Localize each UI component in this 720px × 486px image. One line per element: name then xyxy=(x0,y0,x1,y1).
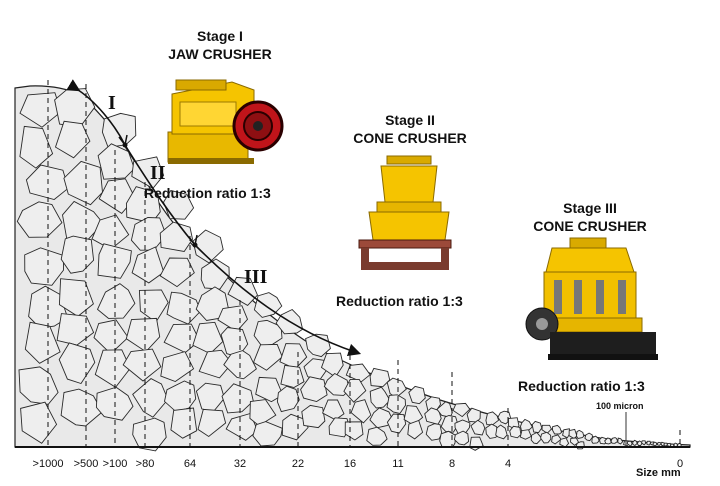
rock-fragment xyxy=(301,404,326,429)
rock-fragment xyxy=(350,399,372,424)
rock-fragment xyxy=(531,420,543,434)
stage-3-machine: CONE CRUSHER xyxy=(533,218,647,234)
rock-fragment xyxy=(252,421,283,447)
rock-fragment xyxy=(366,426,388,446)
cone-crusher-3-image xyxy=(525,237,658,360)
rock-fragment xyxy=(632,439,638,447)
curve-arrow-2 xyxy=(188,234,198,247)
size-tick-label: 11 xyxy=(392,458,404,470)
rock-fragment xyxy=(540,431,552,444)
cone-crusher-2-image xyxy=(358,155,452,270)
rock-fragment xyxy=(641,440,647,446)
rock-fragment xyxy=(425,423,443,441)
size-tick-label: 8 xyxy=(448,458,456,470)
rock-fragment xyxy=(552,424,563,435)
rock-fragment xyxy=(617,437,624,445)
rock-fragment xyxy=(132,378,169,418)
size-tick-label: 22 xyxy=(291,458,305,470)
rock-fragment xyxy=(519,429,532,440)
rock-fragment xyxy=(386,394,406,415)
reduction-ratio-stage-1: Reduction ratio 1:3 xyxy=(144,185,271,201)
size-tick-label: >1000 xyxy=(32,458,64,470)
size-tick-label: >80 xyxy=(135,458,155,470)
rock-fragment xyxy=(562,428,571,439)
rock-fragment xyxy=(60,388,103,427)
rock-fragment xyxy=(255,376,284,403)
stage-2-machine: CONE CRUSHER xyxy=(353,130,467,146)
rock-fragment xyxy=(541,424,552,434)
rock-fragment xyxy=(470,419,486,436)
rock-fragment xyxy=(584,432,593,442)
rock-fragment xyxy=(19,92,62,128)
reduction-curve xyxy=(66,79,362,357)
rock-fragment xyxy=(652,441,658,447)
rock-fragment xyxy=(369,386,391,409)
rock-fragment xyxy=(24,247,64,286)
rock-fragment xyxy=(646,440,652,446)
rock-fragment xyxy=(16,201,63,238)
size-tick-label: >100 xyxy=(102,458,128,470)
rock-fragment xyxy=(323,372,350,396)
rock-fragment xyxy=(453,430,470,446)
rock-fragment xyxy=(300,376,328,402)
rock-fragment xyxy=(197,408,227,438)
rock-fragment xyxy=(345,363,371,383)
rock-fragment xyxy=(19,125,54,169)
rock-fragment xyxy=(440,415,459,433)
reduction-ratio-stage-3: Reduction ratio 1:3 xyxy=(518,378,645,394)
rock-fragment xyxy=(626,440,633,447)
rock-fragment xyxy=(551,434,562,445)
stage-3-title: Stage III xyxy=(563,200,617,216)
rock-fragment xyxy=(369,407,394,429)
rock-fragment xyxy=(591,435,600,444)
jaw-crusher-image xyxy=(167,79,284,164)
size-tick-label: 64 xyxy=(183,458,197,470)
rock-fragment xyxy=(509,425,522,439)
rock-fragment xyxy=(530,431,543,445)
roman-numeral-1: I xyxy=(108,92,116,114)
size-tick-label: 0 xyxy=(676,458,684,470)
rock-fragment xyxy=(485,423,499,439)
rock-fragment xyxy=(343,378,367,403)
rock-fragment xyxy=(570,437,580,446)
rock-fragment xyxy=(604,437,612,445)
rock-fragment xyxy=(25,164,69,200)
size-tick-label: 4 xyxy=(504,458,512,470)
rock-fragment xyxy=(386,413,407,434)
rock-fragment xyxy=(656,441,662,446)
size-tick-label: 16 xyxy=(343,458,357,470)
stage-2-title: Stage II xyxy=(385,112,435,128)
stage-1-title: Stage I xyxy=(197,28,243,44)
rock-fragment xyxy=(344,421,364,441)
rock-fragment xyxy=(407,419,424,440)
rock-fragment xyxy=(610,437,619,444)
reduction-ratio-stage-2: Reduction ratio 1:3 xyxy=(336,293,463,309)
roman-numeral-3: III xyxy=(244,266,268,288)
rock-fragment xyxy=(576,429,585,440)
rock-fragment xyxy=(495,424,508,440)
rock-fragment xyxy=(132,417,167,452)
rock-fragment xyxy=(170,407,198,439)
size-tick-label: >500 xyxy=(73,458,99,470)
micron-annotation: 100 micron xyxy=(596,401,644,411)
size-unit-label: Size mm xyxy=(636,467,681,479)
stage-1-machine: JAW CRUSHER xyxy=(168,46,272,62)
rock-fragment xyxy=(24,321,61,364)
rock-fragment xyxy=(276,385,300,413)
rock-fragment xyxy=(369,367,391,388)
rock-fragment xyxy=(439,430,456,448)
curve-arrow-1 xyxy=(118,134,128,147)
size-tick-label: 32 xyxy=(233,458,247,470)
rock-fragment xyxy=(663,442,668,447)
rock-fragment xyxy=(221,383,254,414)
roman-numeral-2: II xyxy=(150,162,166,184)
rock-fragment xyxy=(408,385,426,405)
rock-fragment xyxy=(452,402,471,418)
